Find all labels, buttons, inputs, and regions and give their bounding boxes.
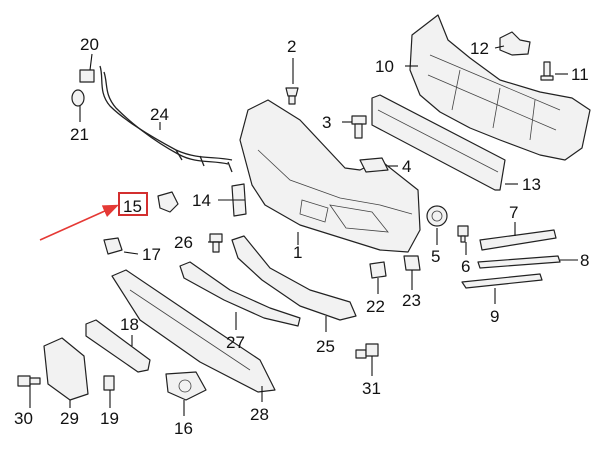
part-13-energy-absorber bbox=[371, 94, 506, 191]
part-6-screw bbox=[457, 225, 469, 243]
callout-28: 28 bbox=[250, 405, 269, 424]
part-21-sensor-ring bbox=[71, 89, 85, 107]
callout-6: 6 bbox=[461, 257, 470, 276]
part-27-lower-grille bbox=[179, 261, 301, 327]
callout-10: 10 bbox=[375, 57, 394, 76]
callout-3: 3 bbox=[322, 113, 331, 132]
callout-2: 2 bbox=[287, 37, 296, 56]
callout-15: 15 bbox=[123, 197, 142, 216]
part-22-clip bbox=[369, 261, 387, 279]
part-12-bracket bbox=[499, 31, 531, 56]
part-17-connector bbox=[103, 237, 123, 255]
part-10-upper-support bbox=[409, 14, 591, 161]
callout-30: 30 bbox=[14, 409, 33, 428]
part-3-bolt bbox=[351, 115, 367, 139]
part-4-retainer bbox=[359, 157, 389, 173]
part-29-license-bracket bbox=[43, 337, 89, 401]
callout-17: 17 bbox=[142, 245, 161, 264]
callout-18: 18 bbox=[120, 315, 139, 334]
callout-13: 13 bbox=[522, 175, 541, 194]
part-18-reinforcement bbox=[85, 319, 151, 373]
part-19-clip bbox=[103, 375, 115, 391]
callout-9: 9 bbox=[490, 307, 499, 326]
callout-12: 12 bbox=[470, 39, 489, 58]
part-11-push-pin bbox=[540, 61, 554, 81]
highlight-box bbox=[118, 192, 148, 216]
callout-21: 21 bbox=[70, 125, 89, 144]
part-1-bumper-cover bbox=[239, 99, 421, 253]
callout-23: 23 bbox=[402, 291, 421, 310]
callout-1: 1 bbox=[293, 243, 302, 262]
part-5-fog-lamp bbox=[426, 205, 448, 227]
part-7-molding bbox=[479, 229, 557, 251]
part-30-bolt bbox=[17, 375, 41, 387]
pointer-arrow bbox=[39, 204, 119, 241]
part-2-clip bbox=[285, 87, 299, 105]
callout-4: 4 bbox=[402, 157, 411, 176]
callout-31: 31 bbox=[362, 379, 381, 398]
part-8-molding bbox=[477, 255, 561, 269]
part-24-wiring-harness bbox=[99, 65, 233, 173]
part-20-sensor-connector bbox=[79, 69, 95, 83]
callout-labels: 1 2 3 4 5 6 7 8 9 10 11 12 13 14 15 16 1… bbox=[14, 35, 589, 438]
part-25-lower-spoiler bbox=[231, 235, 357, 321]
leader-lines bbox=[29, 45, 578, 416]
callout-27: 27 bbox=[226, 333, 245, 352]
callout-5: 5 bbox=[431, 247, 440, 266]
callout-11: 11 bbox=[571, 65, 589, 84]
callout-7: 7 bbox=[509, 203, 518, 222]
part-16-fog-bezel bbox=[165, 371, 207, 401]
callout-25: 25 bbox=[316, 337, 335, 356]
part-9-molding bbox=[461, 273, 543, 289]
callout-16: 16 bbox=[174, 419, 193, 438]
callout-29: 29 bbox=[60, 409, 79, 428]
callout-26: 26 bbox=[174, 233, 193, 252]
part-15-retainer bbox=[157, 191, 179, 213]
part-26-clip bbox=[209, 233, 223, 253]
callout-22: 22 bbox=[366, 297, 385, 316]
callout-24: 24 bbox=[150, 105, 169, 124]
callout-19: 19 bbox=[100, 409, 119, 428]
callout-14: 14 bbox=[192, 191, 211, 210]
part-28-air-deflector bbox=[111, 269, 276, 393]
callout-8: 8 bbox=[580, 251, 589, 270]
callout-20: 20 bbox=[80, 35, 99, 54]
part-31-push-clip bbox=[355, 343, 379, 359]
part-23-cap bbox=[403, 255, 421, 271]
